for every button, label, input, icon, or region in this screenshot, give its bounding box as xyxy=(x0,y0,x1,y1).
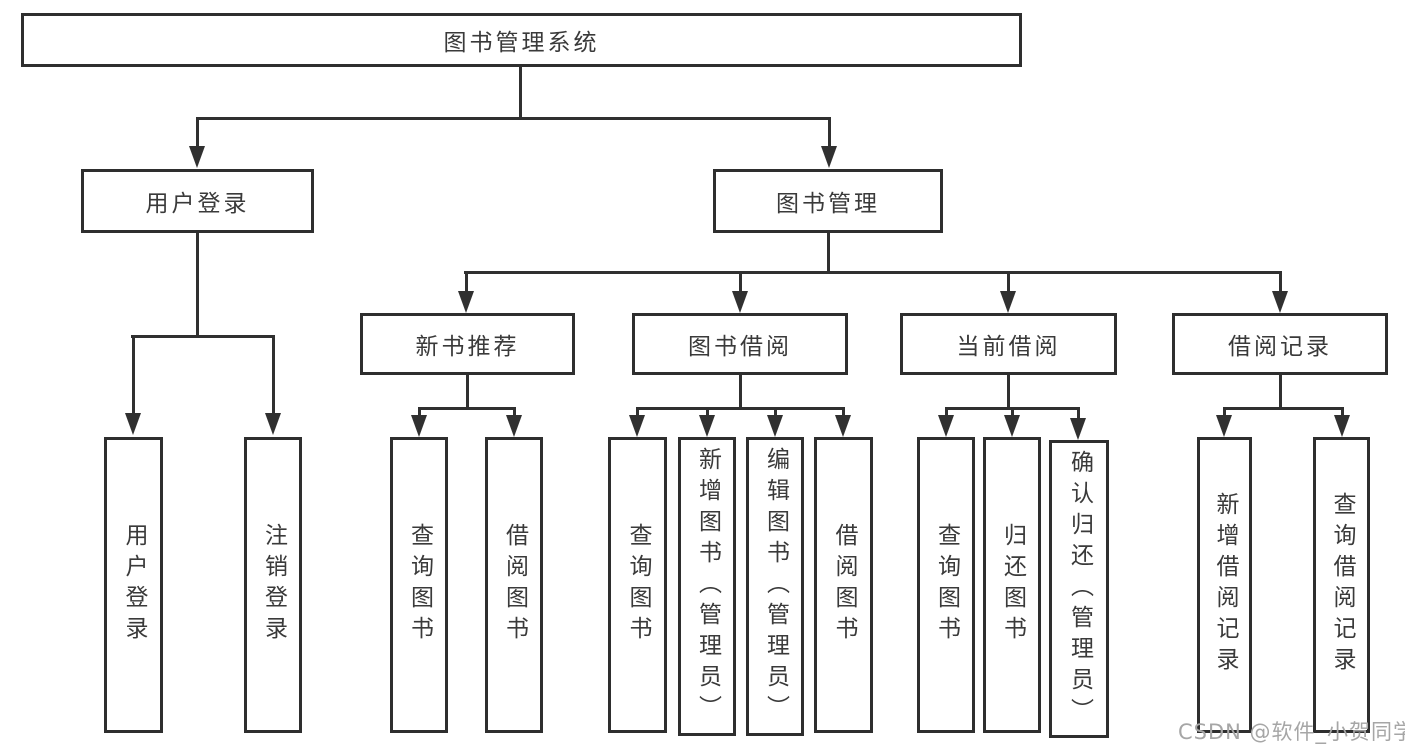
node-book-management-label: 图书管理 xyxy=(776,191,880,217)
leaf-logout: 注销登录 xyxy=(244,437,302,733)
arrow-down-icon xyxy=(506,409,522,437)
leaf-edit-book-admin: 编辑图书（管理员） xyxy=(746,437,804,736)
arrow-down-icon xyxy=(767,409,783,437)
leaf-query-borrow-record-label: 查询借阅记录 xyxy=(1329,492,1355,678)
connector-line xyxy=(196,117,831,120)
arrow-down-icon xyxy=(458,273,474,313)
arrow-down-icon xyxy=(821,119,837,168)
leaf-query-books-recommend-label: 查询图书 xyxy=(406,523,433,647)
connector-line xyxy=(636,407,845,410)
connector-line xyxy=(1279,375,1282,409)
leaf-user-login: 用户登录 xyxy=(104,437,163,733)
arrow-down-icon xyxy=(732,273,748,313)
node-current-borrowing-label: 当前借阅 xyxy=(956,334,1061,360)
arrow-down-icon xyxy=(1070,409,1086,440)
arrow-down-icon xyxy=(1334,409,1350,437)
leaf-query-books-borrowing: 查询图书 xyxy=(608,437,667,733)
leaf-query-borrow-record: 查询借阅记录 xyxy=(1313,437,1370,733)
node-new-book-recommend-label: 新书推荐 xyxy=(415,334,520,360)
leaf-query-books-recommend: 查询图书 xyxy=(390,437,448,733)
arrow-down-icon xyxy=(1216,409,1232,437)
leaf-confirm-return-admin-label: 确认归还（管理员） xyxy=(1066,449,1093,729)
connector-line xyxy=(739,375,742,409)
connector-line xyxy=(418,407,516,410)
arrow-down-icon xyxy=(629,409,645,437)
connector-line xyxy=(1007,375,1010,409)
watermark: CSDN @软件_小贺同学 xyxy=(1178,720,1405,744)
connector-line xyxy=(1223,407,1344,410)
node-new-book-recommend: 新书推荐 xyxy=(360,313,575,375)
arrow-down-icon xyxy=(699,409,715,437)
node-book-borrowing: 图书借阅 xyxy=(632,313,848,375)
leaf-borrow-books-recommend: 借阅图书 xyxy=(485,437,543,733)
node-borrow-records-label: 借阅记录 xyxy=(1228,334,1332,360)
connector-line xyxy=(827,233,830,273)
connector-line xyxy=(466,375,469,409)
leaf-return-book-label: 归还图书 xyxy=(999,523,1026,647)
node-library-system-label: 图书管理系统 xyxy=(443,30,600,56)
arrow-down-icon xyxy=(1272,273,1288,313)
arrow-down-icon xyxy=(835,409,851,437)
leaf-edit-book-admin-label: 编辑图书（管理员） xyxy=(762,447,789,726)
node-user-login-label: 用户登录 xyxy=(145,191,250,217)
leaf-add-book-admin: 新增图书（管理员） xyxy=(678,437,736,736)
arrow-down-icon xyxy=(411,409,427,437)
leaf-confirm-return-admin: 确认归还（管理员） xyxy=(1049,440,1109,738)
leaf-add-book-admin-label: 新增图书（管理员） xyxy=(694,447,721,726)
leaf-borrow-books-borrowing-label: 借阅图书 xyxy=(831,523,857,647)
arrow-down-icon xyxy=(189,119,205,168)
leaf-query-books-borrowing-label: 查询图书 xyxy=(625,523,651,647)
arrow-down-icon xyxy=(938,409,954,437)
arrow-down-icon xyxy=(265,337,281,435)
connector-line xyxy=(464,271,1282,274)
leaf-borrow-books-borrowing: 借阅图书 xyxy=(814,437,873,733)
leaf-logout-label: 注销登录 xyxy=(260,523,287,647)
node-book-borrowing-label: 图书借阅 xyxy=(688,334,792,360)
leaf-borrow-books-recommend-label: 借阅图书 xyxy=(501,523,528,647)
node-borrow-records: 借阅记录 xyxy=(1172,313,1388,375)
node-user-login: 用户登录 xyxy=(81,169,314,233)
arrow-down-icon xyxy=(1004,409,1020,437)
node-library-system: 图书管理系统 xyxy=(21,13,1022,67)
arrow-down-icon xyxy=(1000,273,1016,313)
node-book-management: 图书管理 xyxy=(713,169,943,233)
leaf-add-borrow-record: 新增借阅记录 xyxy=(1197,437,1252,733)
node-current-borrowing: 当前借阅 xyxy=(900,313,1117,375)
leaf-query-books-current-label: 查询图书 xyxy=(933,523,960,647)
connector-line xyxy=(945,407,1080,410)
leaf-user-login-label: 用户登录 xyxy=(121,523,147,647)
leaf-return-book: 归还图书 xyxy=(983,437,1041,733)
connector-line xyxy=(196,233,199,337)
arrow-down-icon xyxy=(125,337,141,435)
leaf-add-borrow-record-label: 新增借阅记录 xyxy=(1212,492,1238,678)
leaf-query-books-current: 查询图书 xyxy=(917,437,975,733)
connector-line xyxy=(131,335,275,338)
connector-line xyxy=(519,67,522,119)
